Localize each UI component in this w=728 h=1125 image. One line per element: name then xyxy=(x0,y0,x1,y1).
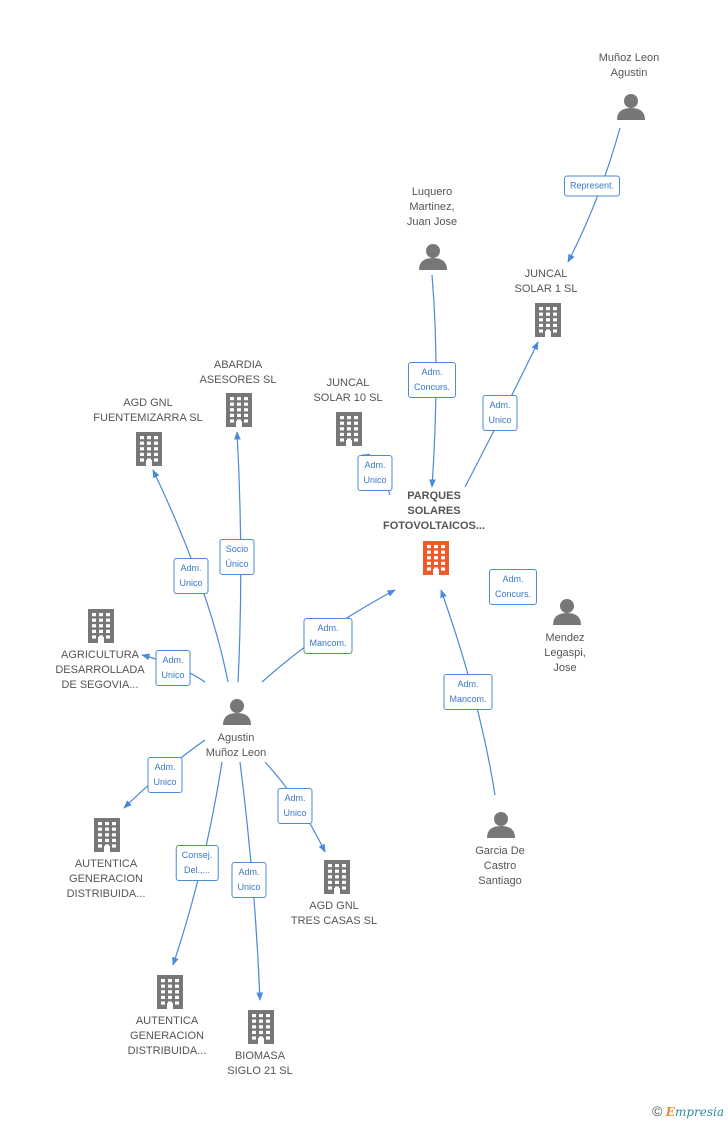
edge-line-e1 xyxy=(567,127,621,263)
node-label-agd-fuentemizarra[interactable]: AGD GNL FUENTEMIZARRA SL xyxy=(93,397,203,424)
node-label-munoz-leon-agustin[interactable]: Muñoz Leon Agustin xyxy=(598,52,660,79)
building-icon[interactable] xyxy=(324,860,350,894)
footer-brand: © Empresia xyxy=(652,1103,724,1119)
node-label-agustin[interactable]: Agustin Muñoz Leon xyxy=(205,732,267,759)
brand-initial: E xyxy=(665,1105,675,1119)
edge-label-adm-unico[interactable]: Adm. Unico xyxy=(147,757,183,793)
node-label-juncal-solar-10[interactable]: JUNCAL SOLAR 10 SL xyxy=(313,377,383,404)
person-icon[interactable] xyxy=(553,599,581,625)
node-label-autentica-1[interactable]: AUTENTICA GENERACION DISTRIBUIDA... xyxy=(66,858,146,900)
edge-label-adm-concurs[interactable]: Adm. Concurs. xyxy=(488,569,538,605)
brand-name: mpresia xyxy=(674,1105,724,1119)
edge-label-adm-unico[interactable]: Adm. Unico xyxy=(155,650,191,686)
edge-label-adm-unico[interactable]: Adm. Unico xyxy=(173,558,209,594)
node-label-luquero[interactable]: Luquero Martinez, Juan Jose xyxy=(406,186,458,228)
edge-label-adm-concurs[interactable]: Adm. Concurs. xyxy=(407,362,457,398)
building-icon[interactable] xyxy=(248,1010,274,1044)
building-icon[interactable] xyxy=(423,541,449,575)
edge-label-consej-del[interactable]: Consej. Del.,... xyxy=(175,845,219,881)
edge-label-adm-mancom[interactable]: Adm. Mancom. xyxy=(443,674,493,710)
edge-label-adm-unico[interactable]: Adm. Unico xyxy=(357,455,393,491)
node-label-biomasa[interactable]: BIOMASA SIGLO 21 SL xyxy=(227,1050,293,1077)
person-icon[interactable] xyxy=(419,244,447,270)
copyright-symbol: © xyxy=(652,1103,663,1119)
building-icon[interactable] xyxy=(94,818,120,852)
edge-label-adm-mancom[interactable]: Adm. Mancom. xyxy=(303,618,353,654)
building-icon[interactable] xyxy=(136,432,162,466)
node-label-juncal-solar-1[interactable]: JUNCAL SOLAR 1 SL xyxy=(514,268,578,295)
node-label-abardia[interactable]: ABARDIA ASESORES SL xyxy=(199,359,277,386)
node-label-agd-tres-casas[interactable]: AGD GNL TRES CASAS SL xyxy=(290,900,378,927)
person-icon[interactable] xyxy=(487,812,515,838)
building-icon[interactable] xyxy=(226,393,252,427)
building-icon[interactable] xyxy=(535,303,561,337)
person-icon[interactable] xyxy=(617,94,645,120)
node-label-agricultura[interactable]: AGRICULTURA DESARROLLADA DE SEGOVIA... xyxy=(55,649,145,691)
edge-label-represent[interactable]: Represent. xyxy=(563,175,621,197)
node-label-parques[interactable]: PARQUES SOLARES FOTOVOLTAICOS... xyxy=(382,490,486,532)
node-label-autentica-2[interactable]: AUTENTICA GENERACION DISTRIBUIDA... xyxy=(127,1015,207,1057)
node-label-mendez[interactable]: Mendez Legaspi, Jose xyxy=(544,632,586,674)
edge-label-adm-unico[interactable]: Adm. Unico xyxy=(277,788,313,824)
building-icon[interactable] xyxy=(157,975,183,1009)
building-icon[interactable] xyxy=(88,609,114,643)
edge-label-adm-unico[interactable]: Adm. Unico xyxy=(231,862,267,898)
edge-label-socio-unico[interactable]: Socio Único xyxy=(219,539,255,575)
node-label-garcia[interactable]: Garcia De Castro Santiago xyxy=(475,845,525,887)
person-icon[interactable] xyxy=(223,699,251,725)
building-icon[interactable] xyxy=(336,412,362,446)
edge-label-adm-unico[interactable]: Adm. Unico xyxy=(482,395,518,431)
